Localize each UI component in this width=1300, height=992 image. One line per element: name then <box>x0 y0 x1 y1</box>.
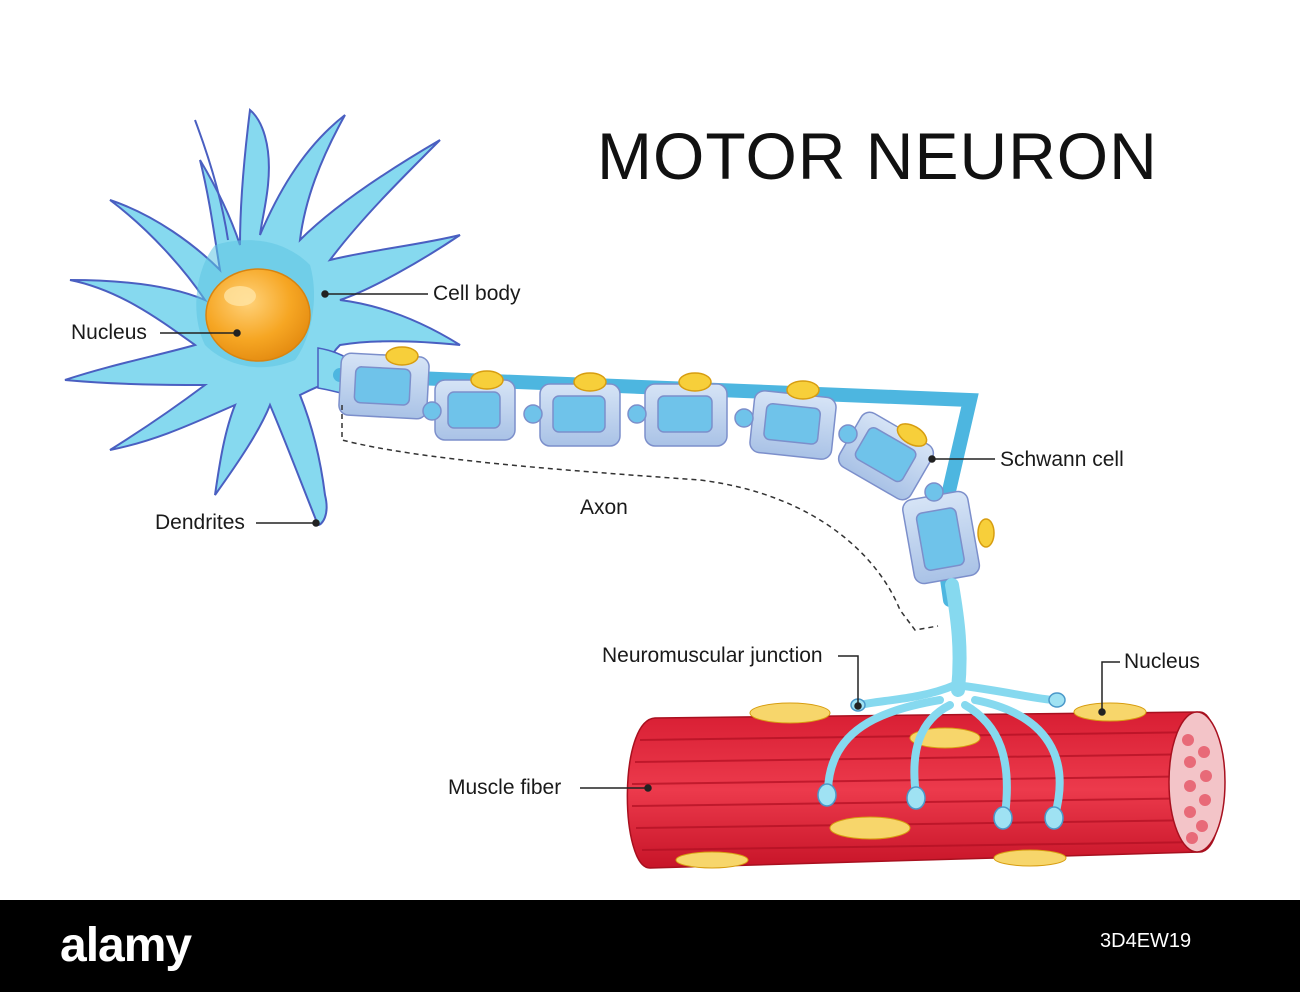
image-id: 3D4EW19 <box>1100 930 1192 952</box>
label-neuromuscular-junction: Neuromuscular junction <box>602 644 823 667</box>
muscle-nucleus <box>1073 702 1147 722</box>
label-neuron-nucleus: Nucleus <box>71 321 147 344</box>
brand-logo: alamy <box>60 919 192 972</box>
label-schwann-cell: Schwann cell <box>1000 448 1124 471</box>
label-muscle-fiber: Muscle fiber <box>448 776 562 799</box>
diagram-canvas <box>64 108 1226 869</box>
label-muscle-nucleus: Nucleus <box>1124 650 1200 673</box>
muscle-fiber <box>626 702 1226 869</box>
neuron-nucleus <box>205 268 311 362</box>
footer-bar <box>0 900 1300 992</box>
diagram-title: MOTOR NEURON <box>597 119 1158 193</box>
neuron-soma <box>64 108 461 527</box>
label-cell-body: Cell body <box>433 282 521 305</box>
label-axon: Axon <box>580 496 628 519</box>
leader-lines <box>160 290 1120 792</box>
motor-neuron-illustration <box>64 108 1226 869</box>
schwann-cells <box>338 346 995 585</box>
label-dendrites: Dendrites <box>155 511 245 534</box>
axon-bracket <box>341 405 939 631</box>
